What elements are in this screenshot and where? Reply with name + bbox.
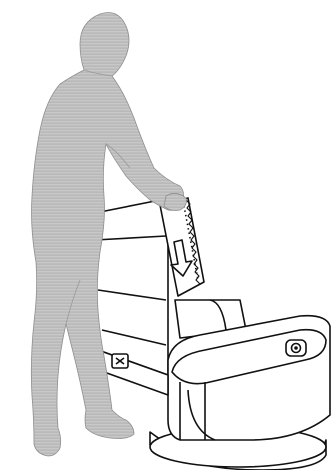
release-lever-icon	[112, 354, 128, 368]
hand	[164, 193, 186, 210]
power-button-icon	[286, 340, 306, 356]
